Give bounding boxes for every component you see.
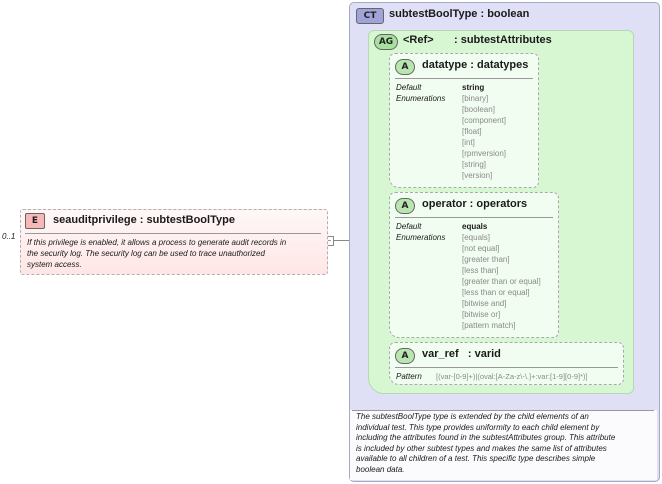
default-value: equals	[462, 222, 488, 231]
element-doc-line: system access.	[27, 260, 82, 269]
enum-value: [binary]	[462, 94, 489, 103]
complex-type-doc: The subtestBoolType type is extended by …	[350, 410, 657, 480]
element-doc-line: If this privilege is enabled, it allows …	[27, 238, 287, 247]
element-cardinality: 0..1	[2, 232, 16, 241]
attribute-title: datatype : datatypes	[422, 59, 529, 71]
enum-value: [equals]	[462, 233, 491, 242]
element-box[interactable]: E seauditprivilege : subtestBoolType If …	[20, 209, 328, 275]
enum-value: [version]	[462, 171, 493, 180]
attribute-group-title: : subtestAttributes	[454, 34, 552, 46]
attribute-badge-icon: A	[395, 348, 415, 364]
complex-type-badge-icon: CT	[356, 8, 384, 24]
attribute-divider	[395, 78, 533, 79]
attribute-labels: Default Enumerations	[396, 221, 445, 243]
attribute-divider	[395, 217, 553, 218]
enum-value: [greater than or equal]	[462, 277, 541, 286]
element-doc: If this privilege is enabled, it allows …	[27, 237, 286, 270]
enum-value: [less than or equal]	[462, 288, 530, 297]
complex-type-doc-text: The subtestBoolType type is extended by …	[356, 412, 615, 475]
attribute-group-ref: <Ref>	[403, 34, 434, 46]
default-value: string	[462, 83, 485, 92]
attribute-divider	[395, 367, 618, 368]
default-label: Default	[396, 83, 422, 92]
complex-type-divider	[352, 410, 654, 411]
connector-ct-to-group	[336, 240, 350, 241]
ct-doc-line: including the attributes found in the su…	[356, 433, 616, 442]
enum-value: [bitwise and]	[462, 299, 507, 308]
enumerations-label: Enumerations	[396, 94, 446, 103]
enum-value: [pattern match]	[462, 321, 516, 330]
ct-doc-line: is included by other subtest types and m…	[356, 443, 607, 453]
enum-value: [float]	[462, 127, 482, 136]
attribute-values: string [binary] [boolean] [component] [f…	[462, 82, 506, 181]
enum-value: [boolean]	[462, 105, 495, 114]
element-doc-line: the security log. The security log can b…	[27, 249, 265, 258]
attribute-labels: Default Enumerations	[396, 82, 445, 104]
enum-value: [int]	[462, 138, 475, 147]
ct-doc-line: available to all children of a test. Thi…	[356, 454, 596, 463]
attribute-title: operator : operators	[422, 198, 528, 210]
enum-value: [not equal]	[462, 244, 500, 253]
enum-value: [less than]	[462, 266, 499, 275]
attribute-badge-icon: A	[395, 59, 415, 75]
ct-doc-line: The subtestBoolType type is extended by …	[356, 412, 589, 421]
attribute-datatype-box[interactable]: A datatype : datatypes Default Enumerati…	[389, 53, 539, 188]
attribute-group-badge-icon: AG	[374, 34, 398, 50]
enumerations-label: Enumerations	[396, 233, 446, 242]
enum-value: [component]	[462, 116, 507, 125]
attribute-badge-icon: A	[395, 198, 415, 214]
ct-doc-line: individual test. This type provides unif…	[356, 422, 600, 432]
complex-type-title: subtestBoolType : boolean	[389, 8, 530, 20]
enum-value: [greater than]	[462, 255, 510, 264]
default-label: Default	[396, 222, 422, 231]
element-title: seauditprivilege : subtestBoolType	[53, 214, 235, 226]
enum-value: [string]	[462, 160, 487, 169]
enum-value: [rpmversion]	[462, 149, 507, 158]
element-badge-icon: E	[25, 213, 45, 229]
pattern-value: [(var-[0-9]+)|(oval:[A-Za-z\-\.]+:var:[1…	[436, 372, 588, 381]
attribute-operator-box[interactable]: A operator : operators Default Enumerati…	[389, 192, 559, 338]
attribute-values: equals [equals] [not equal] [greater tha…	[462, 221, 541, 331]
element-divider	[25, 233, 321, 234]
ct-doc-line: boolean data.	[356, 464, 405, 474]
pattern-label: Pattern	[396, 372, 422, 381]
attribute-var-ref-box[interactable]: A var_ref : varid Pattern [(var-[0-9]+)|…	[389, 342, 624, 385]
attribute-title: var_ref : varid	[422, 348, 501, 360]
enum-value: [bitwise or]	[462, 310, 501, 319]
